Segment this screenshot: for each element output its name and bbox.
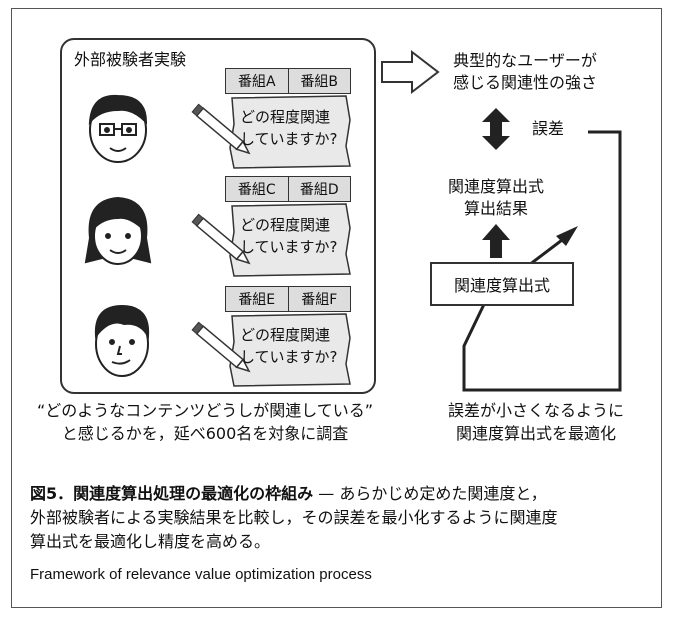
subject-face-long-hair (84, 196, 152, 265)
optimization-caption-line-2: 関連度算出式を最適化 (455, 424, 616, 443)
right-hollow-arrow (381, 49, 440, 95)
error-double-arrow (482, 108, 510, 150)
experiment-caption-line-1: “どのようなコンテンツどうしが関連している” (36, 401, 374, 420)
subject-face-glasses (88, 94, 148, 163)
experiment-title: 外部被験者実験 (74, 50, 187, 69)
figure-body-1: あらかじめ定めた関連度と， (339, 484, 547, 503)
program-f-label: 番組F (301, 292, 338, 308)
question-line-2: していますか? (240, 130, 338, 148)
figure-body-2: 外部被験者による実験結果を比較し，その誤差を最小化するように関連度 (30, 508, 558, 527)
optimization-caption: 誤差が小さくなるように 関連度算出式を最適化 (426, 399, 646, 445)
formula-box: 関連度算出式 (430, 262, 574, 306)
typical-user-relevance: 典型的なユーザーが 感じる関連性の強さ (430, 50, 620, 94)
question-line-2: していますか? (240, 348, 338, 366)
pencil-icon (191, 321, 251, 373)
figure-english-title: Framework of relevance value optimizatio… (30, 566, 372, 583)
subject-face-short-hair (94, 304, 150, 377)
program-d-label: 番組D (299, 182, 339, 198)
question-line-1: どの程度関連 (240, 326, 331, 344)
figure-body-3: 算出式を最適化し精度を高める。 (30, 532, 271, 551)
question-line-2: していますか? (240, 238, 338, 256)
feedback-loop-line (462, 130, 622, 392)
formula-result-label: 関連度算出式 算出結果 (436, 176, 556, 220)
error-label: 誤差 (532, 119, 565, 138)
question-text-1: どの程度関連 していますか? (232, 104, 350, 150)
adjustment-arrow-head (556, 226, 578, 246)
formula-result-line-2: 算出結果 (463, 199, 528, 218)
optimization-caption-line-1: 誤差が小さくなるように (447, 401, 624, 420)
pencil-icon (191, 213, 251, 265)
program-a-label: 番組A (226, 69, 289, 93)
program-c-label: 番組C (226, 177, 289, 201)
question-sheet-2 (229, 203, 351, 277)
question-line-1: どの程度関連 (240, 108, 331, 126)
pencil-icon (191, 103, 251, 155)
figure-caption: 図5．関連度算出処理の最適化の枠組み — あらかじめ定めた関連度と， 外部被験者… (30, 482, 650, 554)
program-pair-1: 番組A 番組B (225, 68, 351, 94)
formula-result-line-1: 関連度算出式 (447, 177, 544, 196)
figure-title: 関連度算出処理の最適化の枠組み (73, 484, 314, 503)
typical-user-line-2: 感じる関連性の強さ (452, 73, 597, 92)
typical-user-line-1: 典型的なユーザーが (453, 51, 597, 70)
figure-number: 図5． (30, 484, 74, 503)
program-e-label: 番組E (226, 287, 289, 311)
question-text-2: どの程度関連 していますか? (232, 212, 350, 258)
experiment-caption: “どのようなコンテンツどうしが関連している” と感じるかを，延べ600名を対象に… (30, 399, 380, 445)
program-pair-2: 番組C 番組D (225, 176, 351, 202)
figure-dash: — (318, 484, 335, 503)
program-pair-3: 番組E 番組F (225, 286, 351, 312)
program-b-label: 番組B (300, 74, 339, 90)
question-line-1: どの程度関連 (240, 216, 331, 234)
experiment-caption-line-2: と感じるかを，延べ600名を対象に調査 (61, 424, 349, 443)
question-text-3: どの程度関連 していますか? (232, 322, 350, 368)
up-arrow (482, 224, 510, 258)
